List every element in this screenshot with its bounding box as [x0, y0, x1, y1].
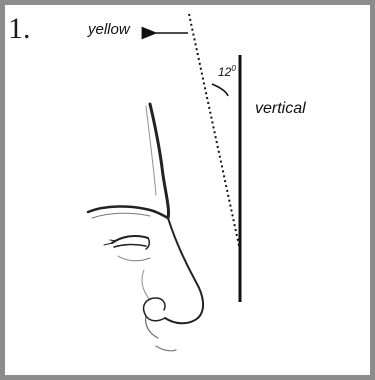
- vertical-label: vertical: [255, 100, 306, 117]
- yellow-label: yellow: [88, 21, 130, 38]
- nose-sketch: [86, 102, 204, 352]
- angle-degree-mark: 0: [231, 64, 236, 73]
- angle-label: 120: [218, 64, 236, 79]
- angle-arc: [211, 83, 229, 97]
- angle-value: 12: [218, 65, 232, 79]
- figure-number: 1.: [8, 12, 31, 45]
- dotted-angle-line: [188, 13, 241, 251]
